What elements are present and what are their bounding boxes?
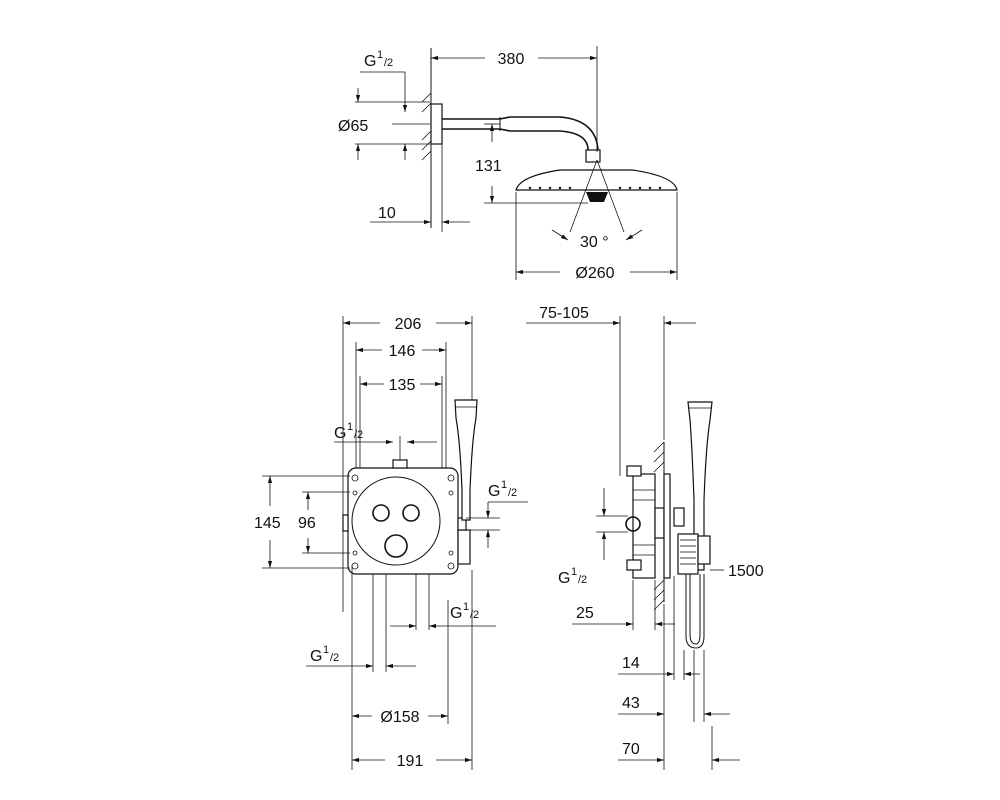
svg-text:/2: /2 xyxy=(508,487,517,499)
svg-text:1: 1 xyxy=(377,49,383,61)
arm-nut xyxy=(585,149,601,163)
dim-146: 146 xyxy=(389,343,416,360)
svg-text:/2: /2 xyxy=(330,652,339,664)
front-view-thermostat: 206 146 135 G 1 /2 145 96 G 1 /2 xyxy=(254,316,528,770)
svg-text:/2: /2 xyxy=(384,57,393,69)
svg-text:1: 1 xyxy=(347,421,353,433)
thread-bottom-left-label: G xyxy=(310,648,322,665)
top-inlet xyxy=(392,459,408,469)
dim-25: 25 xyxy=(576,605,594,622)
side-wall-hatch xyxy=(653,441,665,611)
dim-10: 10 xyxy=(378,205,396,222)
dim-191: 191 xyxy=(397,753,424,770)
trim-plate xyxy=(351,476,441,566)
svg-text:1: 1 xyxy=(463,601,469,613)
right-connector xyxy=(457,529,471,565)
holder-texture xyxy=(680,539,696,565)
thermostat-knob xyxy=(384,534,408,558)
svg-text:/2: /2 xyxy=(578,574,587,586)
dim-head-dia: Ø260 xyxy=(575,265,614,282)
thread-bottom-right-label: G xyxy=(450,605,462,622)
dim-43: 43 xyxy=(622,695,640,712)
hose-loop xyxy=(685,574,705,649)
svg-text:1: 1 xyxy=(501,479,507,491)
thread-top-label: G xyxy=(334,425,346,442)
dim-135: 135 xyxy=(389,377,416,394)
dim-flange-dia: Ø65 xyxy=(338,118,368,135)
svg-text:1: 1 xyxy=(323,644,329,656)
dim-131: 131 xyxy=(475,158,502,175)
mounting-box xyxy=(347,467,459,575)
shower-head-nozzle xyxy=(586,192,608,202)
dim-14: 14 xyxy=(622,655,640,672)
top-view-shower-head: 380 G 1 /2 Ø65 131 10 30 ° Ø260 xyxy=(338,46,678,282)
dim-70: 70 xyxy=(622,741,640,758)
dim-thread-top-label: G xyxy=(364,53,376,70)
dim-380: 380 xyxy=(498,51,525,68)
thread-right-label: G xyxy=(488,483,500,500)
hand-shower-side xyxy=(687,401,713,571)
shower-arm-bottom xyxy=(442,128,589,152)
dim-206: 206 xyxy=(395,316,422,333)
dim-145: 145 xyxy=(254,515,281,532)
svg-text:1: 1 xyxy=(571,566,577,578)
side-inlet xyxy=(625,516,641,532)
dim-hose-length: 1500 xyxy=(728,563,764,580)
shower-arm-top xyxy=(442,116,599,152)
button-left xyxy=(372,504,390,522)
dim-158: Ø158 xyxy=(380,709,419,726)
button-right xyxy=(402,504,420,522)
svg-text:/2: /2 xyxy=(470,609,479,621)
svg-text:/2: /2 xyxy=(354,429,363,441)
shower-head-body xyxy=(515,169,678,191)
hand-shower-front xyxy=(454,399,478,521)
side-view-thermostat: 75-105 G 1 /2 1500 25 14 43 xyxy=(526,305,764,770)
thread-side-label: G xyxy=(558,570,570,587)
dim-75-105: 75-105 xyxy=(539,305,589,322)
dim-96: 96 xyxy=(298,515,316,532)
wall-hatch xyxy=(421,92,432,161)
spray-dots xyxy=(528,186,662,190)
dim-angle: 30 ° xyxy=(580,234,609,251)
arm-flange xyxy=(430,103,443,145)
